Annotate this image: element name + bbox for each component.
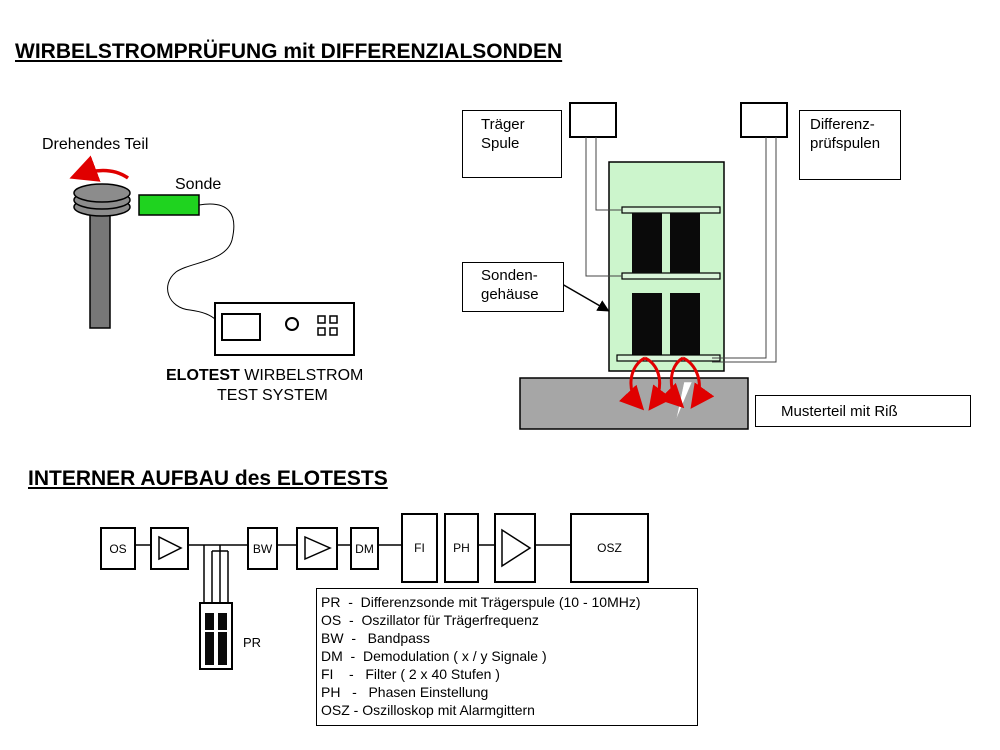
amplifier-2	[296, 527, 338, 570]
legend-row: OS - Oszillator für Trägerfrequenz	[321, 612, 539, 628]
rotating-part	[73, 183, 131, 329]
sample-part	[519, 377, 749, 430]
carrier-coil-callout: Träger Spule	[462, 110, 562, 178]
housing-callout: Sonden- gehäuse	[462, 262, 564, 312]
legend-row: BW - Bandpass	[321, 630, 430, 646]
carrier-coil-connector	[569, 102, 617, 138]
internal-structure-title: INTERNER AUFBAU des ELOTESTS	[28, 467, 388, 490]
diff-coils-callout: Differenz- prüfspulen	[799, 110, 901, 180]
housing-label-2: gehäuse	[481, 286, 539, 303]
legend-row: FI - Filter ( 2 x 40 Stufen )	[321, 666, 500, 682]
sample-label: Musterteil mit Riß	[781, 403, 898, 420]
carrier-coil-label-1: Träger	[481, 116, 525, 133]
legend-row: PR - Differenzsonde mit Trägerspule (10 …	[321, 594, 641, 610]
differential-coil-pair	[616, 293, 721, 362]
main-title: WIRBELSTROMPRÜFUNG mit DIFFERENZIALSONDE…	[15, 40, 563, 63]
system-type: WIRBELSTROM	[239, 367, 364, 384]
block-fi: FI	[401, 513, 438, 583]
block-dm: DM	[350, 527, 379, 570]
housing-label-1: Sonden-	[481, 267, 538, 284]
legend-row: PH - Phasen Einstellung	[321, 684, 489, 700]
system-label-line2: TEST SYSTEM	[217, 387, 328, 404]
legend-row: DM - Demodulation ( x / y Signale )	[321, 648, 547, 664]
carrier-coil-label-2: Spule	[481, 135, 520, 152]
signal-wires	[136, 544, 570, 603]
rotation-arrow-icon	[69, 155, 130, 182]
housing-pointer-arrow	[561, 283, 610, 312]
system-label-line1: ELOTEST WIRBELSTROM	[166, 366, 363, 385]
diff-coils-label-2: prüfspulen	[810, 135, 881, 152]
coil-wires	[585, 137, 777, 363]
diff-coil-connector	[740, 102, 788, 138]
carrier-coil-pair	[621, 206, 721, 280]
block-ph: PH	[444, 513, 479, 583]
amplifier-3	[494, 513, 536, 583]
probe-housing	[608, 161, 725, 372]
brand-name: ELOTEST	[166, 367, 240, 384]
probe-label: Sonde	[175, 176, 222, 193]
probe-cable	[167, 203, 235, 321]
sample-callout: Musterteil mit Riß	[755, 395, 971, 427]
abbreviation-legend: PR - Differenzsonde mit Trägerspule (10 …	[316, 588, 698, 726]
eddy-current-arrows	[618, 356, 715, 411]
block-bw: BW	[247, 527, 278, 570]
amplifier-1	[150, 527, 189, 570]
diff-coils-label-1: Differenz-	[810, 116, 875, 133]
block-os: OS	[100, 527, 136, 570]
elotest-device	[214, 302, 355, 356]
legend-row: OSZ - Oszilloskop mit Alarmgittern	[321, 702, 535, 718]
block-pr-label: PR	[243, 635, 262, 650]
rotating-part-label: Drehendes Teil	[42, 136, 149, 153]
block-osz: OSZ	[570, 513, 649, 583]
probe-sensor	[138, 194, 200, 216]
pr-probe	[199, 602, 233, 670]
